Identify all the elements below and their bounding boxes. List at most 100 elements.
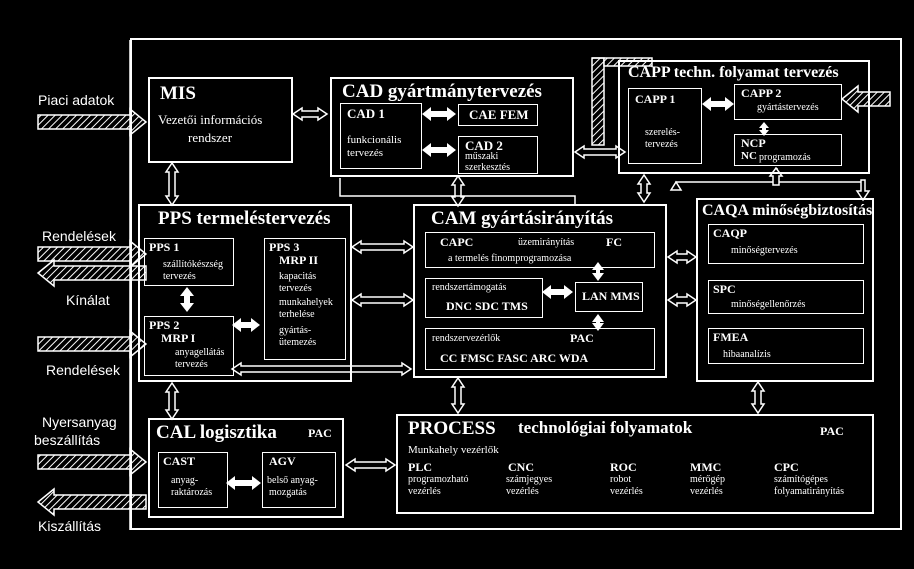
cpc-title: CPC	[774, 460, 799, 474]
pps-title: PPS termeléstervezés	[158, 208, 331, 229]
spc-line: minőségellenőrzés	[731, 299, 806, 310]
cad1-line1: funkcionális	[347, 134, 402, 146]
pps3-line4: terhelése	[279, 309, 315, 320]
pps1-title: PPS 1	[149, 240, 180, 254]
plc-title: PLC	[408, 460, 432, 474]
arrow-capp-cam	[636, 173, 652, 204]
cal-title: CAL logisztika	[156, 422, 277, 443]
pps2-sub: MRP I	[161, 331, 196, 345]
agv-line2: mozgatás	[269, 487, 307, 498]
cast-line1: anyag-	[171, 475, 199, 486]
capp1-title: CAPP 1	[635, 92, 676, 106]
capc-box: CAPC üzemirányítás FC a termelés finompr…	[425, 232, 655, 268]
cad2-line1: műszaki	[465, 151, 499, 162]
arrow-capp2-ncp	[759, 122, 769, 136]
process-munka: Munkahely vezérlők	[408, 444, 499, 456]
label-kinalat: Kínálat	[66, 292, 110, 308]
pps3-line5: gyártás-	[279, 325, 312, 336]
arrow-cad1-caefem	[422, 107, 456, 121]
process-pac: PAC	[820, 424, 844, 438]
cad2-box: CAD 2 műszaki szerkesztés	[458, 136, 538, 174]
cal-box: CAL logisztika PAC CAST anyag- raktározá…	[148, 418, 344, 518]
label-rendelesek-2: Rendelések	[46, 362, 120, 378]
rvez-pac: PAC	[570, 331, 594, 345]
capp1-box: CAPP 1 szerelés- tervezés	[628, 88, 702, 164]
cad-box: CAD gyártmánytervezés CAD 1 funkcionális…	[330, 77, 574, 177]
mmc-title: MMC	[690, 460, 722, 474]
spc-title: SPC	[713, 282, 736, 296]
ncp-box: NCP NC programozás	[734, 134, 842, 166]
pps1-line2: tervezés	[163, 271, 196, 282]
cast-box: CAST anyag- raktározás	[158, 452, 228, 508]
arrow-capc-lan	[592, 262, 604, 281]
pps3-line6: ütemezés	[279, 337, 317, 348]
lan-title: LAN MMS	[582, 289, 640, 303]
pps1-box: PPS 1 szállítókészség tervezés	[144, 238, 234, 286]
fmea-title: FMEA	[713, 330, 749, 344]
capp2-line1: gyártástervezés	[757, 102, 819, 113]
arrow-capp-down-l	[669, 180, 683, 191]
caqp-line: minőségtervezés	[731, 245, 798, 256]
caqp-title: CAQP	[713, 226, 747, 240]
caqa-title: CAQA minőségbiztosítás	[702, 202, 873, 219]
arrow-pps1-pps2	[180, 287, 194, 312]
mmc-line2: vezérlés	[690, 486, 723, 497]
cast-title: CAST	[163, 454, 196, 468]
capc-finom: a termelés finomprogramozása	[448, 253, 572, 264]
mis-line2: rendszer	[188, 130, 233, 145]
cad1-title: CAD 1	[347, 106, 385, 121]
arrow-cast-agv	[226, 476, 261, 490]
arrow-pps-cam-long	[230, 361, 413, 377]
mis-title: MIS	[160, 83, 196, 104]
pps2-line2: tervezés	[175, 359, 208, 370]
pps3-line1: kapacitás	[279, 271, 317, 282]
cad1-line2: tervezés	[347, 147, 384, 159]
pps2-title: PPS 2	[149, 318, 180, 332]
line-cad-down	[339, 178, 576, 205]
capc-fc: FC	[606, 235, 622, 249]
arrow-mis-cad	[291, 106, 329, 122]
label-beszallitas: beszállítás	[34, 432, 101, 448]
pps2-line1: anyagellátás	[175, 347, 225, 358]
cpc-line1: számítógépes	[774, 474, 828, 485]
label-piaci-adatok: Piaci adatok	[38, 92, 115, 108]
arrow-cal-process	[344, 457, 397, 473]
label-kiszallitas: Kiszállítás	[38, 518, 102, 534]
cad1-box: CAD 1 funkcionális tervezés	[340, 103, 422, 169]
cnc-title: CNC	[508, 460, 534, 474]
roc-line1: robot	[610, 474, 632, 485]
fmea-box: FMEA hibaanalízis	[708, 328, 864, 364]
pps2-box: PPS 2 MRP I anyagellátás tervezés	[144, 316, 234, 376]
capc-uzem: üzemirányítás	[518, 237, 575, 248]
arrow-cad1-cad2	[422, 143, 456, 157]
cast-line2: raktározás	[171, 487, 213, 498]
agv-box: AGV belső anyag- mozgatás	[262, 452, 336, 508]
plc-line1: programozható	[408, 474, 469, 485]
cad2-title: CAD 2	[465, 138, 503, 153]
caqp-box: CAQP minőségtervezés	[708, 224, 864, 264]
process-box: PROCESS technológiai folyamatok PAC Munk…	[396, 414, 874, 514]
arrow-capp1-capp2	[702, 97, 734, 111]
capp1-line1: szerelés-	[645, 127, 680, 138]
pps-box: PPS termeléstervezés PPS 1 szállítókészs…	[138, 204, 352, 382]
pps3-line3: munkahelyek	[279, 297, 333, 308]
arrow-capp-caqa	[855, 179, 871, 202]
label-rendelesek-1: Rendelések	[42, 228, 116, 244]
caqa-box: CAQA minőségbiztosítás CAQP minőségterve…	[696, 198, 874, 382]
caefem-box: CAE FEM	[458, 104, 538, 126]
capp2-box: CAPP 2 gyártástervezés	[734, 84, 842, 120]
roc-line2: vezérlés	[610, 486, 643, 497]
mis-line1: Vezetői információs	[158, 112, 263, 127]
capp2-title: CAPP 2	[741, 86, 782, 100]
process-title: PROCESS	[408, 418, 496, 439]
cad2-line2: szerkesztés	[465, 162, 510, 173]
ncp-line: programozás	[759, 152, 811, 163]
outer-frame	[130, 38, 902, 530]
arrow-cam-dnc-lan	[542, 285, 573, 299]
pps3-line2: tervezés	[279, 283, 312, 294]
process-subtitle: technológiai folyamatok	[518, 418, 693, 437]
arrow-lan-rvez	[592, 314, 604, 331]
capp1-line2: tervezés	[645, 139, 678, 150]
mmc-line1: mérőgép	[690, 474, 725, 485]
arrow-capp-in	[840, 84, 891, 114]
